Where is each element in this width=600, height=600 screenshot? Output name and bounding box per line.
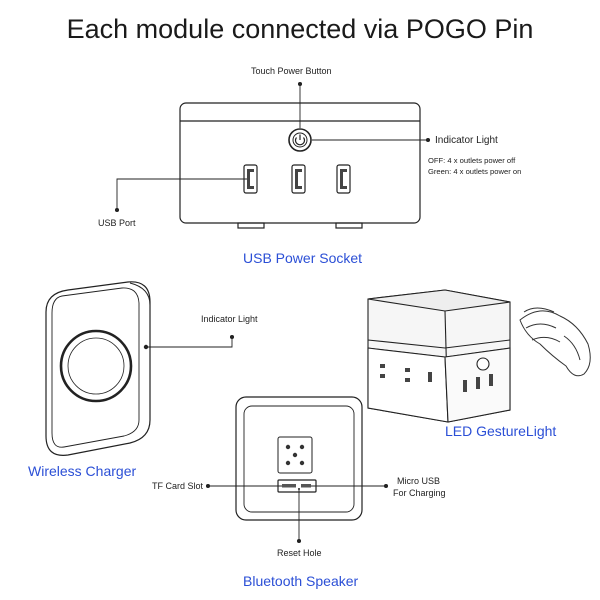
speaker-grille (277, 436, 313, 474)
usb-power-socket-caption: USB Power Socket (243, 250, 363, 266)
usb-port-label: USB Port (98, 218, 136, 228)
micro-usb-label-line2: For Charging (393, 488, 446, 498)
wireless-charger-caption: Wireless Charger (28, 463, 137, 479)
page-title: Each module connected via POGO Pin (66, 14, 534, 44)
led-gesturelight-caption: LED GestureLight (445, 423, 557, 439)
charging-coil-ring (59, 329, 133, 403)
charger-indicator-light (143, 344, 149, 350)
micro-usb-port (301, 484, 311, 488)
touch-power-button-label: Touch Power Button (251, 66, 332, 76)
charger-indicator-light-label: Indicator Light (201, 314, 258, 324)
micro-usb-label-line1: Micro USB (397, 476, 441, 486)
socket-foot-right (335, 222, 363, 229)
socket-indicator-light-label: Indicator Light (435, 135, 498, 146)
reset-hole (298, 488, 300, 490)
touch-power-button (288, 128, 312, 152)
led-gesturelight-illustration (367, 289, 511, 423)
usb-port-2 (291, 164, 306, 194)
bluetooth-speaker-caption: Bluetooth Speaker (243, 573, 359, 589)
reset-hole-label: Reset Hole (277, 548, 322, 558)
tf-card-slot-label: TF Card Slot (152, 481, 204, 491)
hand-gesture-icon (519, 307, 591, 377)
wireless-charger-illustration (45, 281, 151, 456)
usb-port-3 (336, 164, 351, 194)
indicator-off-note: OFF: 4 x outlets power off (428, 156, 516, 165)
indicator-green-note: Green: 4 x outlets power on (428, 167, 522, 176)
socket-foot-left (237, 222, 265, 229)
tf-card-slot (282, 484, 296, 488)
